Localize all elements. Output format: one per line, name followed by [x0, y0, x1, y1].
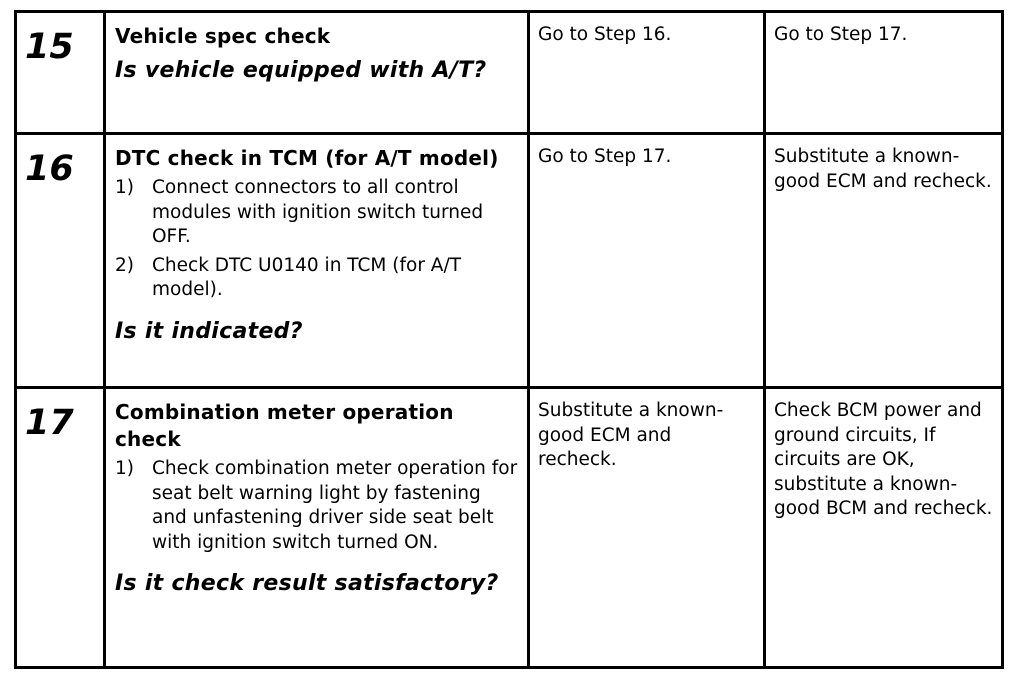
step-question: Is vehicle equipped with A/T? [115, 58, 487, 83]
list-item: 1) Check combination meter operation for… [115, 457, 519, 555]
step-row-17: 17 Combination meter operation check 1) … [14, 386, 1004, 669]
step-question: Is it check result satisfactory? [115, 571, 499, 596]
yes-cell: Go to Step 16. [527, 10, 766, 135]
step-row-16: 16 DTC check in TCM (for A/T model) 1) C… [14, 132, 1004, 389]
step-number-cell: 17 [14, 386, 106, 669]
no-cell: Check BCM power and ground circuits, If … [763, 386, 1004, 669]
no-result: Check BCM power and ground circuits, If … [774, 400, 993, 519]
yes-cell: Substitute a known-good ECM and recheck. [527, 386, 766, 669]
step-number: 15 [25, 27, 74, 67]
step-number-cell: 16 [14, 132, 106, 389]
step-row-15: 15 Vehicle spec check Is vehicle equippe… [14, 10, 1004, 135]
list-marker: 1) [115, 177, 134, 198]
list-item: 2) Check DTC U0140 in TCM (for A/T model… [115, 254, 519, 303]
yes-cell: Go to Step 17. [527, 132, 766, 389]
action-cell: Combination meter operation check 1) Che… [103, 386, 530, 669]
list-marker: 2) [115, 254, 134, 276]
list-item-text: Check DTC U0140 in TCM (for A/T model). [152, 254, 461, 301]
step-title: Vehicle spec check [115, 24, 331, 48]
troubleshooting-table: 15 Vehicle spec check Is vehicle equippe… [14, 10, 1004, 669]
step-number: 16 [25, 149, 74, 189]
step-question: Is it indicated? [115, 318, 303, 344]
no-result: Substitute a known-good ECM and recheck. [774, 146, 992, 192]
yes-result: Substitute a known-good ECM and recheck. [538, 400, 724, 470]
step-title: DTC check in TCM (for A/T model) [115, 146, 499, 170]
no-cell: Substitute a known-good ECM and recheck. [763, 132, 1004, 389]
step-title: Combination meter operation check [115, 400, 454, 451]
list-item: 1) Connect connectors to all control mod… [115, 176, 519, 250]
yes-result: Go to Step 16. [538, 24, 672, 45]
step-number: 17 [25, 403, 74, 443]
list-item-text: Check combination meter operation for se… [152, 458, 518, 553]
no-result: Go to Step 17. [774, 24, 908, 45]
list-item-text: Connect connectors to all control module… [152, 177, 484, 247]
procedure-list: 1) Connect connectors to all control mod… [115, 176, 519, 303]
action-cell: DTC check in TCM (for A/T model) 1) Conn… [103, 132, 530, 389]
no-cell: Go to Step 17. [763, 10, 1004, 135]
procedure-list: 1) Check combination meter operation for… [115, 457, 519, 555]
list-marker: 1) [115, 458, 134, 479]
step-number-cell: 15 [14, 10, 106, 135]
action-cell: Vehicle spec check Is vehicle equipped w… [103, 10, 530, 135]
yes-result: Go to Step 17. [538, 146, 672, 167]
